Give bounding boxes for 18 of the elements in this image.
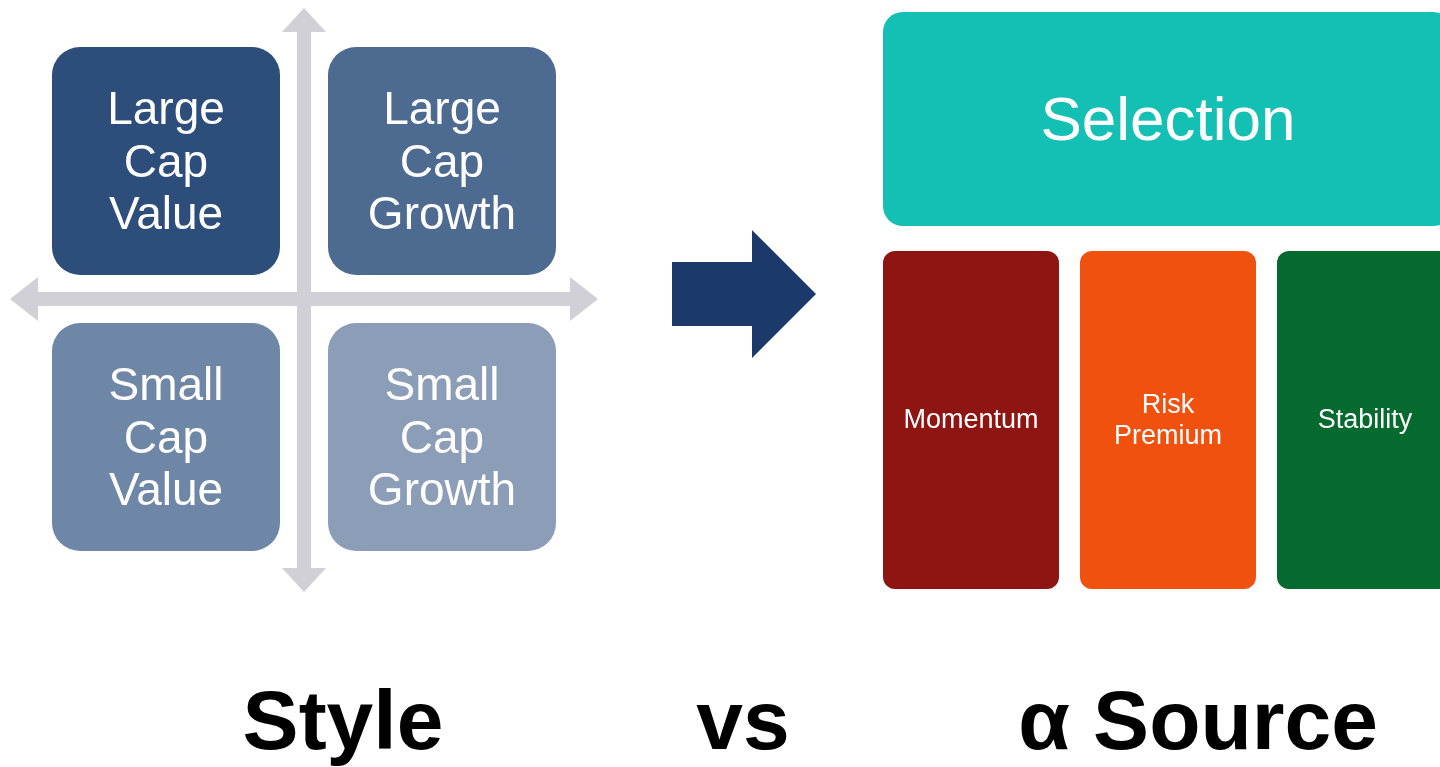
factor-box bbox=[1277, 251, 1440, 589]
caption-text: vs bbox=[696, 678, 790, 762]
box-label: Small Cap Value bbox=[107, 357, 225, 517]
box-label: Risk Premium bbox=[1113, 388, 1223, 452]
box-label: Stability bbox=[1317, 404, 1413, 436]
box-label: Small Cap Growth bbox=[366, 357, 518, 517]
quadrant-box bbox=[328, 47, 556, 275]
caption-text: α Source bbox=[1018, 678, 1378, 762]
factor-box bbox=[883, 251, 1059, 589]
box-label: Selection bbox=[1040, 83, 1296, 155]
quadrant-box bbox=[52, 323, 280, 551]
quadrant-box bbox=[52, 47, 280, 275]
quadrant-box bbox=[328, 323, 556, 551]
header-box bbox=[883, 12, 1440, 226]
box-label: Large Cap Growth bbox=[366, 81, 518, 241]
factor-box bbox=[1080, 251, 1256, 589]
box-label: Large Cap Value bbox=[106, 81, 226, 241]
box-label: Momentum bbox=[903, 404, 1039, 436]
